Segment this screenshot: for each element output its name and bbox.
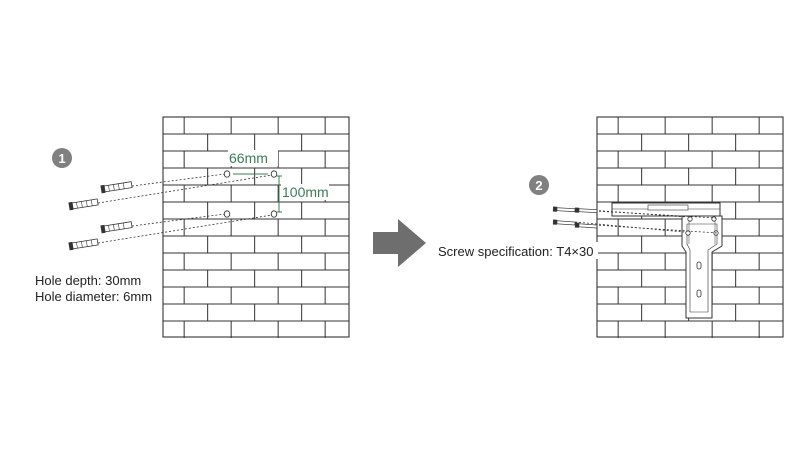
screw-spec-text: Screw specification: T4×30 [438,244,593,259]
screw-icon [574,222,598,229]
anchor-icon [100,181,133,194]
step2-guide-lines [574,208,719,234]
screw-icon [552,206,576,213]
anchor-icon [100,221,133,234]
step2-badge: 2 [529,175,549,195]
dimension-horizontal-label: 66mm [229,150,268,166]
step1-panel: 1 [35,116,350,338]
hole-diameter-text: Hole diameter: 6mm [35,289,152,304]
step1-number: 1 [58,151,65,166]
dimension-lines [233,173,282,213]
bracket-rail [611,202,721,217]
next-arrow-icon [373,219,426,267]
screw-icon [552,219,576,226]
step2-number: 2 [535,178,542,193]
anchor-icon [68,198,99,211]
anchor-icon [68,238,99,251]
screw-icon [574,207,598,214]
dimension-vertical-label: 100mm [282,184,329,200]
step1-guide-lines [97,173,273,244]
hole-depth-text: Hole depth: 30mm [35,273,141,288]
drill-holes [223,170,278,218]
step1-badge: 1 [52,148,72,168]
step2-panel: 2 Screw specification: T4×30 [436,116,784,338]
dimension-label-bg [228,150,329,200]
